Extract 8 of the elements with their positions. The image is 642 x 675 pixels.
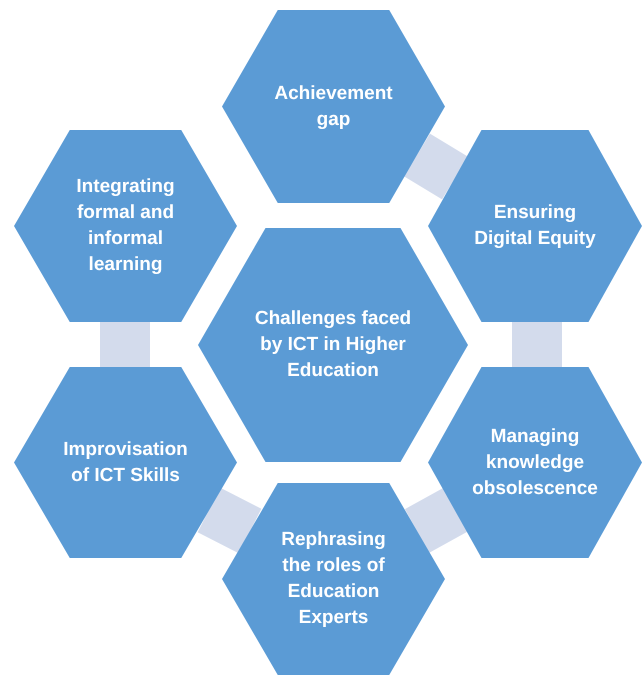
hexagon-label: Improvisation of ICT Skills bbox=[62, 438, 189, 488]
hexagon-label: Managing knowledge obsolescence bbox=[471, 424, 599, 500]
hexagon-label: Integrating formal and informal learning bbox=[75, 175, 176, 277]
hexagon-label: Challenges faced by ICT in Higher Education bbox=[254, 307, 412, 383]
connector-band bbox=[198, 488, 262, 554]
hexagon-label: Ensuring Digital Equity bbox=[473, 201, 597, 251]
hexagon-label: Rephrasing the roles of Education Experts bbox=[280, 528, 387, 630]
hexagon-label: Achievement gap bbox=[273, 82, 394, 132]
